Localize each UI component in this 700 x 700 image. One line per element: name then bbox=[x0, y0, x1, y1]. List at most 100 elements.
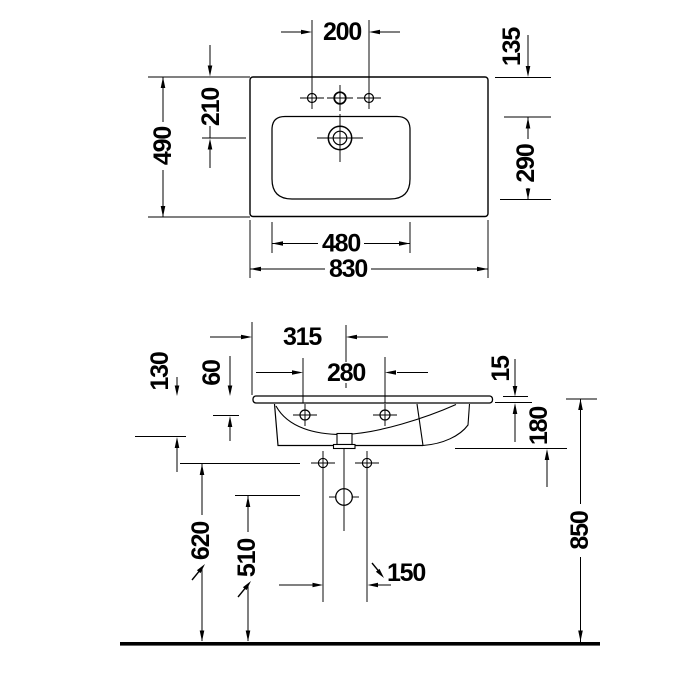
arrowhead-icon bbox=[207, 65, 213, 77]
arrowhead-icon bbox=[245, 630, 251, 642]
arrowhead-icon bbox=[227, 416, 233, 427]
arrowhead-icon bbox=[399, 241, 410, 246]
arrowhead-icon bbox=[199, 464, 205, 475]
dim-label: 280 bbox=[327, 359, 365, 387]
plan-view: 200 490 210 135 bbox=[148, 18, 551, 283]
dim-620: 620 bbox=[180, 463, 300, 642]
arrowhead-icon bbox=[272, 241, 283, 246]
arrowhead-icon bbox=[525, 66, 531, 77]
dim-label: 850 bbox=[566, 511, 594, 549]
label-mask bbox=[235, 532, 260, 584]
bowl-right-wall bbox=[416, 403, 424, 446]
bowl-outline bbox=[271, 115, 411, 200]
elevation-view: 315 280 130 60 bbox=[120, 322, 600, 646]
floor-line bbox=[120, 642, 600, 646]
arrowhead-icon bbox=[292, 370, 303, 375]
faucet-hole bbox=[317, 114, 363, 162]
basin-body bbox=[273, 403, 471, 450]
dim-290: 290 bbox=[500, 117, 551, 200]
dim-label: 315 bbox=[283, 323, 322, 351]
arrowhead-icon bbox=[525, 117, 531, 129]
label-mask bbox=[318, 233, 364, 254]
arrowhead-icon bbox=[227, 385, 233, 396]
dim-490: 490 bbox=[148, 76, 250, 218]
arrowhead-icon bbox=[312, 582, 323, 588]
fixing-hole bbox=[361, 457, 373, 469]
arrowhead-icon bbox=[301, 29, 312, 35]
dim-60: 60 bbox=[198, 356, 239, 441]
label-mask bbox=[189, 515, 214, 567]
dim-label: 290 bbox=[512, 144, 540, 182]
oblique-arrow-icon bbox=[371, 562, 380, 572]
arrowhead-icon bbox=[174, 437, 180, 448]
arrowhead-icon bbox=[199, 630, 205, 642]
dim-850: 850 bbox=[566, 398, 597, 642]
arrowhead-icon bbox=[512, 403, 518, 414]
tap-holes bbox=[300, 20, 381, 111]
arrowhead-icon bbox=[578, 630, 583, 642]
arrowhead-icon bbox=[578, 399, 583, 410]
dim-480: 480 bbox=[271, 222, 411, 258]
dim-15: 15 bbox=[487, 355, 532, 442]
arrowhead-icon bbox=[241, 334, 252, 340]
dim-130: 130 bbox=[135, 352, 186, 472]
dim-label: 60 bbox=[198, 360, 226, 386]
tap-hole-center bbox=[333, 91, 347, 105]
tap-hole-left bbox=[306, 92, 318, 104]
arrowhead-icon bbox=[245, 496, 251, 507]
drain-outlet bbox=[329, 448, 359, 531]
tap-hole-right bbox=[363, 92, 375, 104]
fixing-holes bbox=[311, 451, 379, 602]
drain-flange bbox=[332, 443, 356, 450]
dim-label: 490 bbox=[149, 127, 177, 165]
drain-stem bbox=[336, 432, 353, 446]
arrowhead-icon bbox=[160, 206, 166, 217]
label-mask bbox=[151, 122, 175, 170]
elevation-tap-holes bbox=[293, 404, 397, 426]
arrowhead-icon bbox=[346, 334, 357, 340]
dim-label: 130 bbox=[146, 352, 174, 390]
arrowhead-icon bbox=[367, 582, 378, 588]
faucet-hole-inner bbox=[332, 130, 348, 146]
fixing-hole bbox=[317, 457, 329, 469]
dim-830: 830 bbox=[249, 220, 489, 283]
dim-280: 280 bbox=[256, 357, 428, 403]
dim-label: 210 bbox=[197, 88, 225, 126]
body-left-bottom bbox=[273, 403, 423, 447]
body-right-curve bbox=[422, 403, 471, 447]
label-mask bbox=[327, 362, 365, 383]
dim-label: 200 bbox=[323, 18, 361, 46]
tap-hole bbox=[379, 409, 391, 421]
dim-label: 15 bbox=[487, 355, 515, 382]
faucet-hole-outer bbox=[327, 125, 353, 151]
dim-180: 180 bbox=[455, 407, 567, 487]
dim-label: 150 bbox=[387, 559, 425, 587]
dim-label: 135 bbox=[498, 27, 526, 66]
label-mask bbox=[325, 258, 371, 280]
oblique-arrow-icon bbox=[237, 587, 247, 598]
label-mask bbox=[568, 504, 593, 557]
arrowhead-icon bbox=[512, 386, 518, 397]
rim-slab bbox=[252, 395, 494, 404]
dim-200: 200 bbox=[281, 18, 400, 46]
dim-315: 315 bbox=[210, 322, 388, 395]
label-mask bbox=[514, 139, 539, 188]
dim-label: 620 bbox=[187, 522, 215, 560]
dim-label: 510 bbox=[233, 539, 261, 577]
arrowhead-icon bbox=[174, 385, 180, 396]
dim-510: 510 bbox=[233, 495, 300, 642]
dim-150: 150 bbox=[279, 559, 427, 588]
dim-label: 480 bbox=[322, 230, 360, 258]
oblique-arrow-icon bbox=[191, 570, 201, 581]
arrowhead-icon bbox=[207, 138, 213, 150]
dim-135: 135 bbox=[495, 27, 551, 118]
arrowhead-icon bbox=[250, 266, 261, 272]
arrowhead-icon bbox=[160, 77, 166, 88]
oblique-arrowhead-icon bbox=[196, 564, 205, 574]
dim-label: 830 bbox=[329, 255, 367, 283]
arrowhead-icon bbox=[525, 188, 531, 200]
tap-hole bbox=[299, 409, 311, 421]
arrowhead-icon bbox=[369, 29, 380, 35]
